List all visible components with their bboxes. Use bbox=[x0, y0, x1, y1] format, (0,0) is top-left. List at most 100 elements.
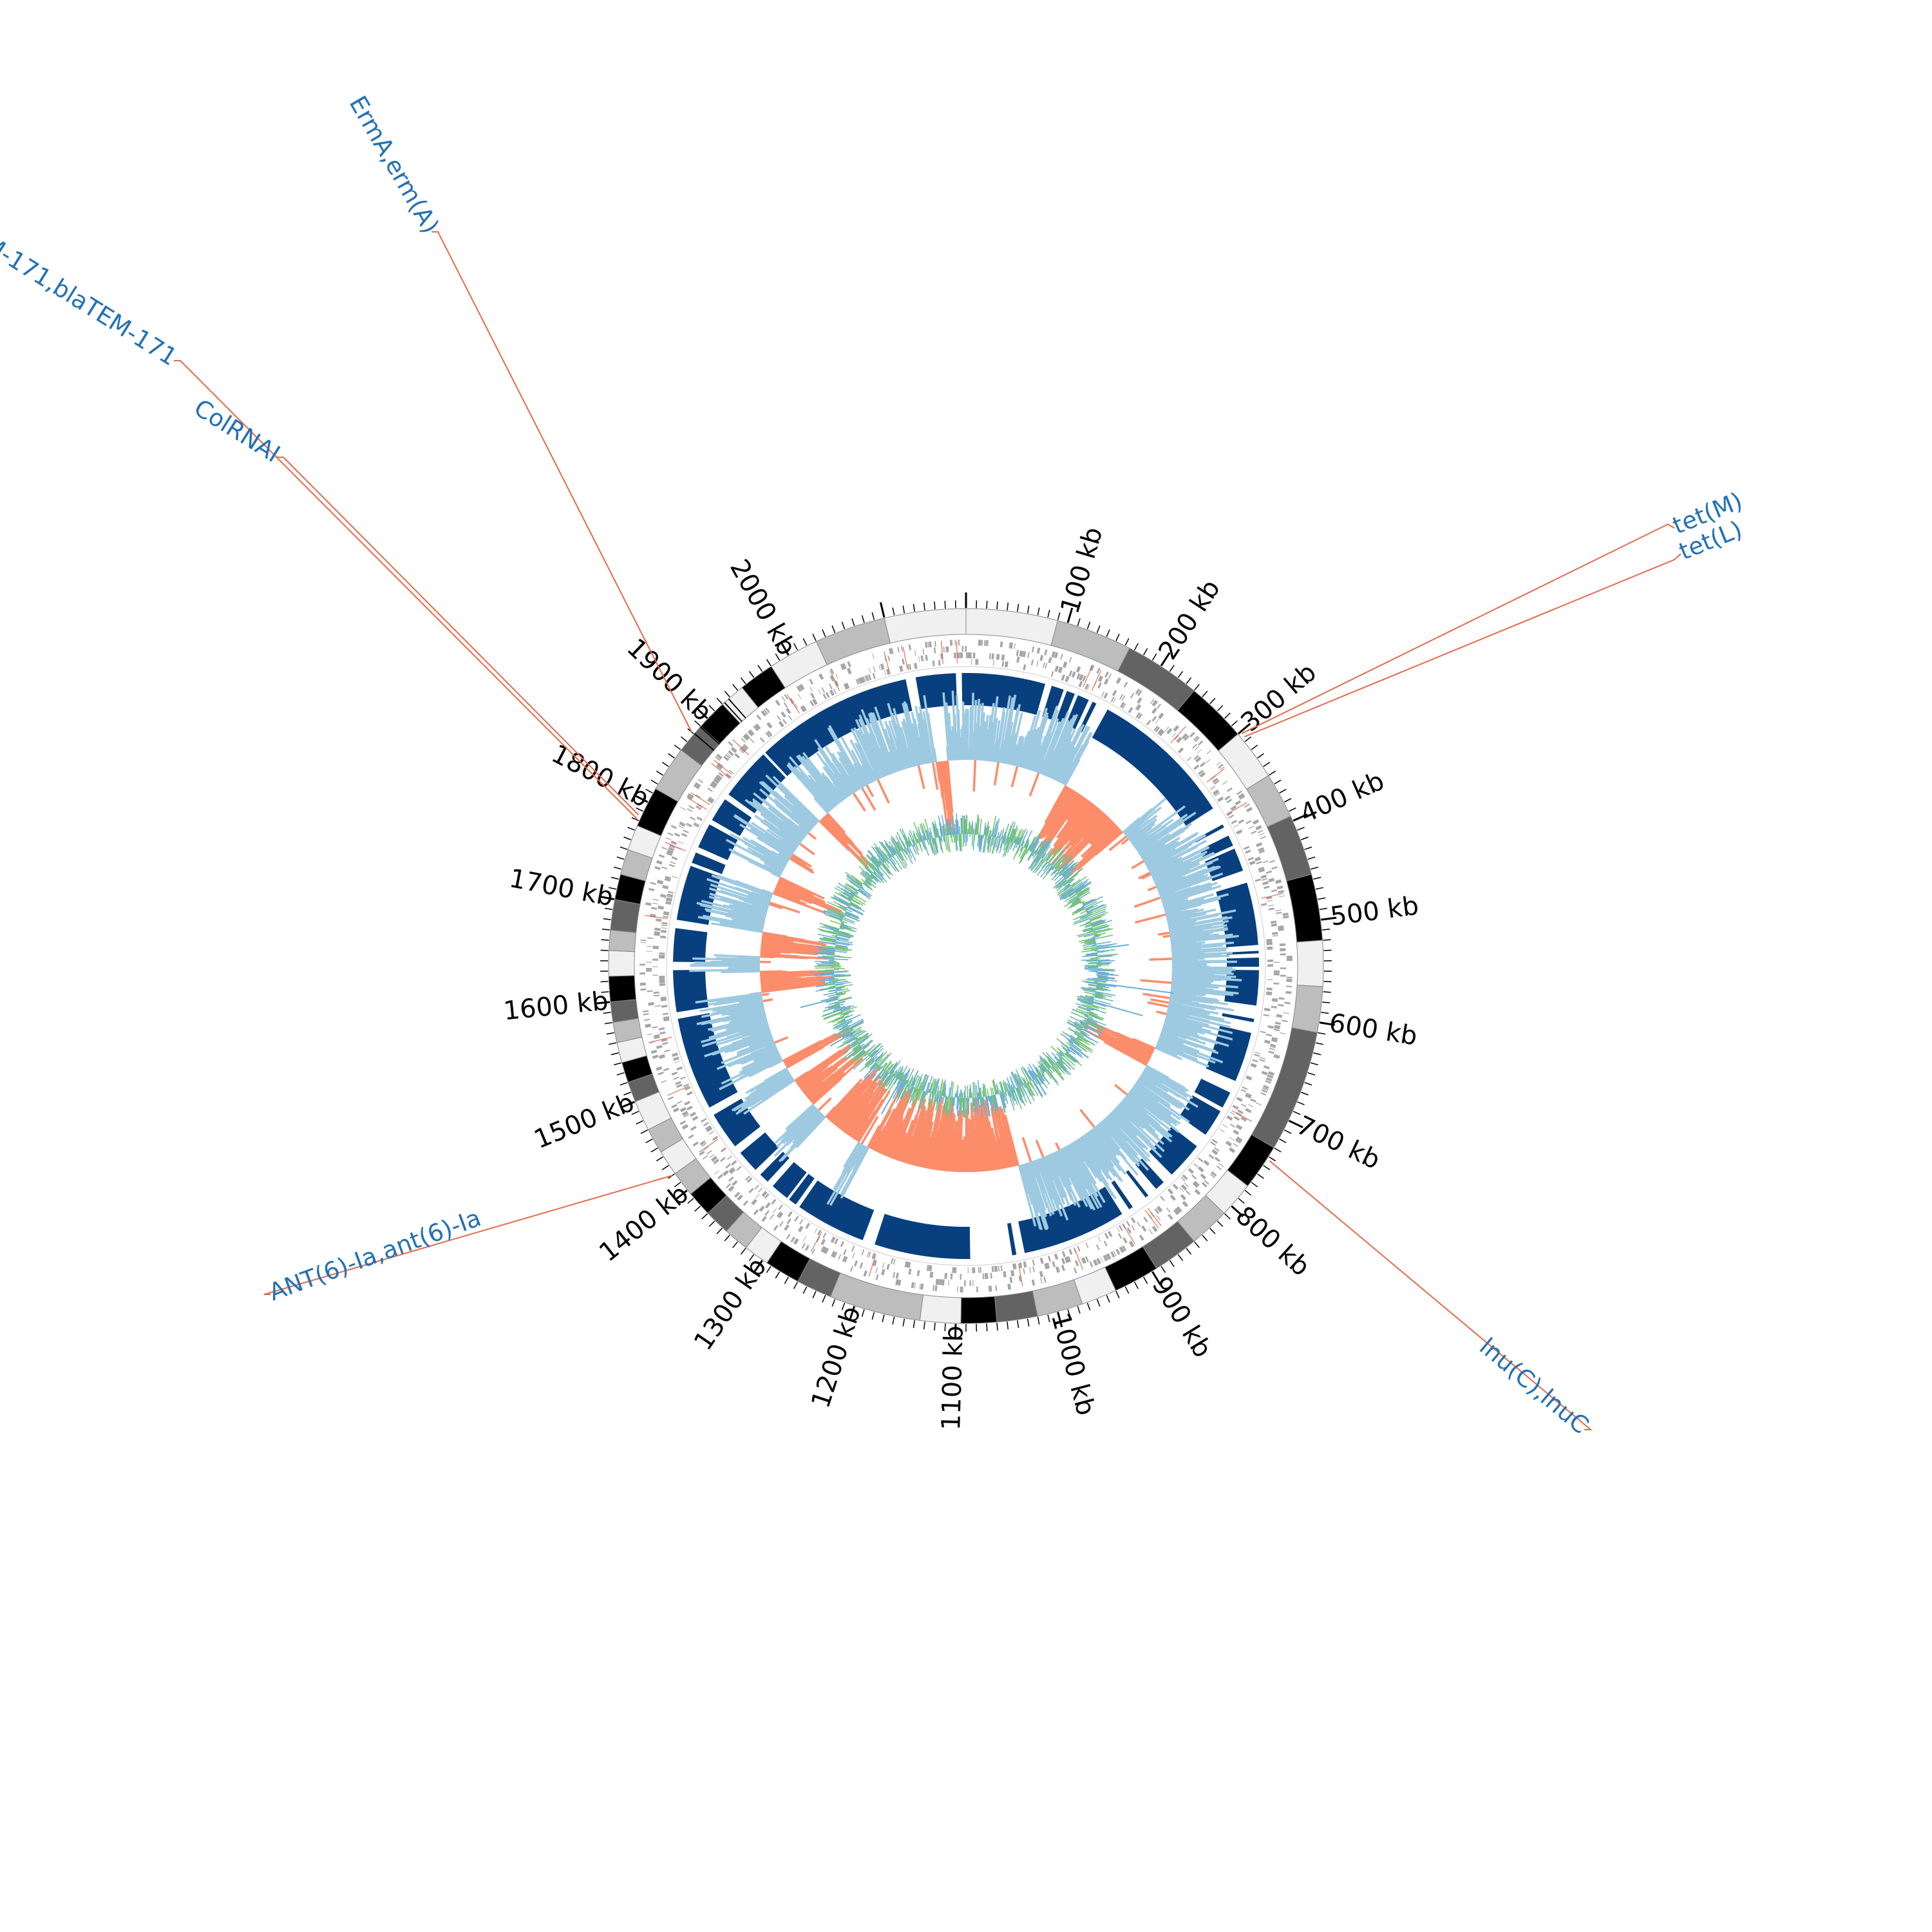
cds-feature bbox=[1007, 1283, 1012, 1290]
contig-block bbox=[698, 824, 738, 860]
cds-feature bbox=[1262, 860, 1269, 864]
gc-skew-bar bbox=[831, 896, 849, 907]
tick-label: 1100 kb bbox=[936, 1325, 969, 1431]
cds-feature bbox=[1256, 1102, 1262, 1106]
gc-bar-positive bbox=[973, 723, 978, 761]
cds-feature bbox=[960, 1286, 963, 1293]
cds-feature bbox=[661, 866, 668, 869]
gc-skew-bar bbox=[870, 1045, 884, 1058]
cds-feature bbox=[1271, 866, 1278, 870]
gc-bar-positive bbox=[933, 748, 938, 762]
gc-skew-bar bbox=[873, 1056, 878, 1061]
minor-tick bbox=[902, 1318, 905, 1327]
gc-skew-bar bbox=[849, 904, 860, 910]
minor-tick bbox=[724, 1235, 730, 1242]
gc-skew-bar bbox=[985, 1096, 987, 1100]
gc-skew-bar bbox=[1048, 847, 1062, 864]
gc-skew-bar bbox=[1067, 1049, 1070, 1052]
gc-skew-bar bbox=[861, 870, 869, 878]
gc-skew-bar bbox=[1094, 927, 1111, 934]
ideogram-band bbox=[1032, 1279, 1083, 1317]
minor-tick bbox=[861, 1309, 865, 1317]
minor-tick bbox=[1311, 866, 1319, 870]
gc-skew-bar bbox=[1037, 862, 1048, 876]
gc-skew-bar bbox=[890, 857, 896, 865]
gc-skew-bar bbox=[1090, 914, 1106, 921]
gc-skew-bar bbox=[888, 1061, 898, 1074]
cds-feature bbox=[834, 1238, 839, 1245]
cds-feature bbox=[720, 1157, 726, 1162]
gc-skew-bar bbox=[1081, 900, 1085, 904]
gc-skew-bar bbox=[836, 942, 850, 946]
gc-skew-bar bbox=[864, 859, 876, 871]
gc-bar-negative bbox=[779, 876, 825, 900]
cds-highlight bbox=[1147, 1208, 1162, 1227]
gc-skew-bar bbox=[922, 1081, 926, 1091]
gc-skew-bar bbox=[884, 853, 889, 860]
gc-skew-bar bbox=[913, 1089, 920, 1105]
cds-feature bbox=[654, 994, 660, 997]
cds-feature bbox=[1267, 1071, 1274, 1076]
cds-feature bbox=[864, 676, 867, 682]
cds-feature bbox=[646, 961, 652, 963]
gc-skew-bar bbox=[888, 1075, 893, 1081]
cds-feature bbox=[991, 1266, 994, 1273]
gc-skew-bar bbox=[908, 846, 916, 862]
minor-tick bbox=[822, 629, 826, 637]
gc-skew-bar bbox=[872, 1057, 875, 1060]
gc-skew-bar bbox=[912, 845, 917, 855]
gc-skew-bar bbox=[961, 815, 963, 835]
cds-feature bbox=[670, 840, 677, 846]
cds-feature bbox=[945, 646, 948, 652]
gc-skew-bar bbox=[1073, 878, 1089, 891]
minor-tick bbox=[606, 1032, 614, 1035]
cds-feature bbox=[660, 996, 667, 999]
cds-feature bbox=[1182, 1200, 1189, 1208]
gc-skew-bar bbox=[837, 1036, 855, 1049]
gc-bar-positive bbox=[1166, 1012, 1186, 1019]
gc-skew-bar bbox=[879, 1052, 892, 1066]
cds-feature bbox=[1122, 1237, 1128, 1244]
contig-block bbox=[1111, 1180, 1133, 1209]
gc-skew-bar bbox=[836, 939, 853, 943]
gc-skew-bar bbox=[1050, 1045, 1063, 1057]
gc-skew-bar bbox=[892, 1073, 895, 1076]
cds-feature bbox=[1245, 1094, 1251, 1099]
cds-feature bbox=[687, 794, 694, 800]
gc-skew-bar bbox=[1085, 921, 1091, 924]
gc-skew-bar bbox=[934, 826, 938, 838]
cds-feature bbox=[801, 1243, 806, 1249]
gc-skew-bar bbox=[822, 936, 837, 941]
gc-skew-bar bbox=[897, 1072, 902, 1079]
gc-skew-bar bbox=[884, 1060, 892, 1070]
gc-skew-bar bbox=[986, 1096, 991, 1117]
cds-feature bbox=[797, 693, 802, 699]
gc-skew-bar bbox=[1068, 892, 1076, 898]
gc-skew-bar bbox=[954, 823, 956, 835]
gc-skew-bar bbox=[863, 882, 870, 887]
cds-feature bbox=[744, 733, 750, 740]
gc-skew-bar bbox=[844, 914, 858, 921]
gc-skew-bar bbox=[916, 1074, 923, 1089]
cds-feature bbox=[1141, 1225, 1147, 1232]
cds-feature bbox=[1233, 824, 1239, 828]
cds-feature bbox=[994, 1265, 998, 1272]
gc-skew-bar bbox=[843, 1045, 861, 1059]
gc-skew-bar bbox=[1051, 872, 1060, 881]
gc-skew-bar bbox=[1037, 860, 1046, 871]
gc-skew-bar bbox=[884, 1061, 892, 1071]
gc-skew-bar bbox=[846, 1018, 852, 1022]
gc-bar-negative bbox=[1010, 766, 1019, 788]
gc-skew-bar bbox=[819, 922, 840, 930]
gc-bar-positive bbox=[1168, 1001, 1182, 1005]
cds-feature bbox=[1189, 732, 1195, 738]
gc-skew-bar bbox=[835, 946, 848, 949]
gc-skew-bar bbox=[1048, 866, 1054, 872]
gc-bar-positive bbox=[1169, 922, 1225, 933]
gc-skew-bar bbox=[898, 1065, 908, 1081]
cds-feature bbox=[761, 710, 767, 717]
cds-feature bbox=[1210, 786, 1216, 791]
cds-feature bbox=[1282, 1019, 1288, 1023]
cds-feature bbox=[1247, 857, 1254, 861]
gc-skew-bar bbox=[1052, 1065, 1062, 1075]
